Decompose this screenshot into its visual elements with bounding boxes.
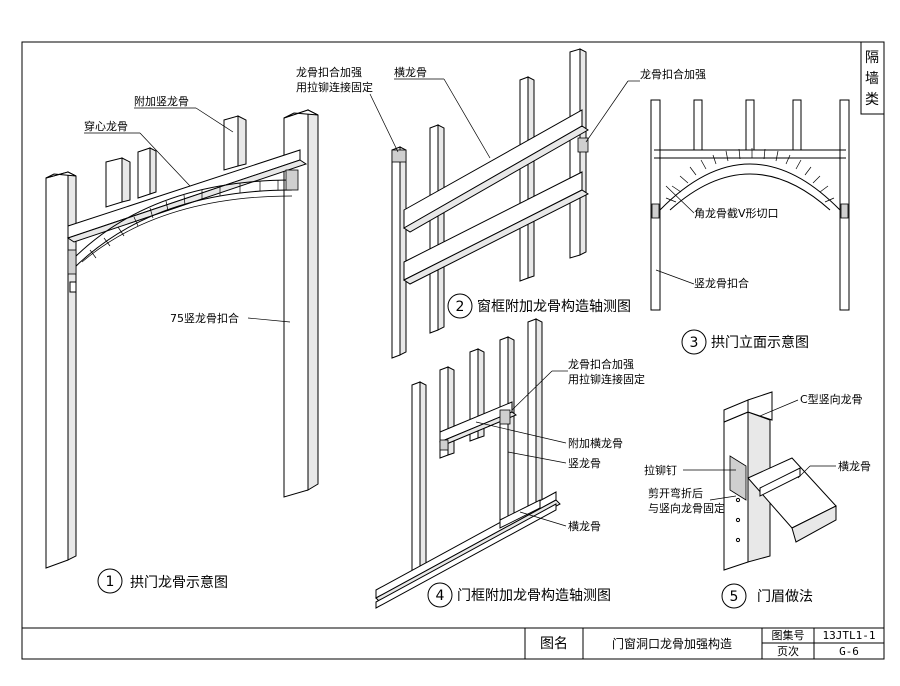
- label-fig3-buckle-reinforce: 龙骨扣合加强: [640, 67, 706, 81]
- drawing-name-label: 图名: [540, 636, 568, 652]
- label-extra-stud: 附加竖龙骨: [134, 94, 189, 108]
- figure1-labels: 附加竖龙骨 穿心龙骨 75竖龙骨扣合 1 拱门龙骨示意图: [84, 94, 291, 594]
- figure4-labels: 龙骨扣合加强 用拉铆连接固定 附加横龙骨 竖龙骨 横龙骨 4 门框附加龙骨构造轴…: [427, 357, 645, 608]
- page-number: G-6: [839, 645, 859, 658]
- category-char-2: 墙: [865, 71, 879, 87]
- label-extra-track: 附加横龙骨: [568, 436, 623, 450]
- figure3-drawing: [650, 99, 850, 311]
- figure2-caption: 窗框附加龙骨构造轴测图: [477, 298, 631, 315]
- label-stud-75: 75竖龙骨扣合: [170, 311, 239, 325]
- figure1-caption: 拱门龙骨示意图: [130, 574, 228, 591]
- label-fig4-buckle-reinforce-1: 龙骨扣合加强: [568, 357, 634, 371]
- atlas-no-label: 图集号: [772, 628, 805, 642]
- figure5-caption: 门眉做法: [757, 589, 813, 605]
- figure2-drawing: [391, 48, 589, 359]
- figure4-drawing: [375, 318, 561, 609]
- atlas-no: 13JTL1-1: [823, 629, 876, 642]
- label-fig4-stud: 竖龙骨: [568, 457, 601, 470]
- figure2-number: 2: [456, 299, 465, 315]
- figure5-drawing: [723, 391, 837, 571]
- category-tab: 隔 墙 类: [860, 41, 885, 115]
- title-block: 图名 门窗洞口龙骨加强构造 图集号 13JTL1-1 页次 G-6: [22, 627, 884, 659]
- figure4-number: 4: [436, 588, 445, 604]
- figure3-number: 3: [690, 335, 699, 351]
- label-fig4-track: 横龙骨: [568, 519, 601, 533]
- page-label: 页次: [777, 644, 799, 658]
- figure3-labels: 龙骨扣合加强 角龙骨截V形切口 竖龙骨扣合 3 拱门立面示意图: [585, 67, 809, 355]
- label-fig4-buckle-reinforce-2: 用拉铆连接固定: [568, 372, 645, 386]
- figure3-caption: 拱门立面示意图: [711, 334, 809, 351]
- figure4-caption: 门框附加龙骨构造轴测图: [457, 588, 611, 604]
- category-char-3: 类: [865, 92, 879, 108]
- figure5-number: 5: [730, 589, 739, 605]
- label-track: 横龙骨: [394, 65, 427, 79]
- label-rivet: 拉铆钉: [644, 463, 677, 477]
- label-cut-bend-1: 剪开弯折后: [648, 486, 703, 500]
- figure1-drawing: [45, 109, 319, 569]
- category-char-1: 隔: [865, 50, 879, 66]
- label-v-cut: 角龙骨截V形切口: [694, 206, 779, 220]
- drawing-name: 门窗洞口龙骨加强构造: [612, 636, 732, 651]
- figure2-labels: 龙骨扣合加强 用拉铆连接固定 横龙骨 2 窗框附加龙骨构造轴测图: [296, 65, 631, 319]
- label-buckle-reinforce-1: 龙骨扣合加强: [296, 65, 362, 79]
- label-buckle-reinforce-2: 用拉铆连接固定: [296, 80, 373, 94]
- label-stud-buckle: 竖龙骨扣合: [694, 276, 749, 290]
- label-c-stud: C型竖向龙骨: [800, 392, 863, 406]
- label-cut-bend-2: 与竖向龙骨固定: [648, 501, 725, 515]
- figure5-labels: C型竖向龙骨 拉铆钉 横龙骨 剪开弯折后 与竖向龙骨固定 5 门眉做法: [644, 392, 871, 609]
- sheet-border: [21, 41, 885, 660]
- label-through-keel: 穿心龙骨: [84, 119, 128, 133]
- figure1-number: 1: [106, 574, 115, 590]
- label-fig5-track: 横龙骨: [838, 459, 871, 473]
